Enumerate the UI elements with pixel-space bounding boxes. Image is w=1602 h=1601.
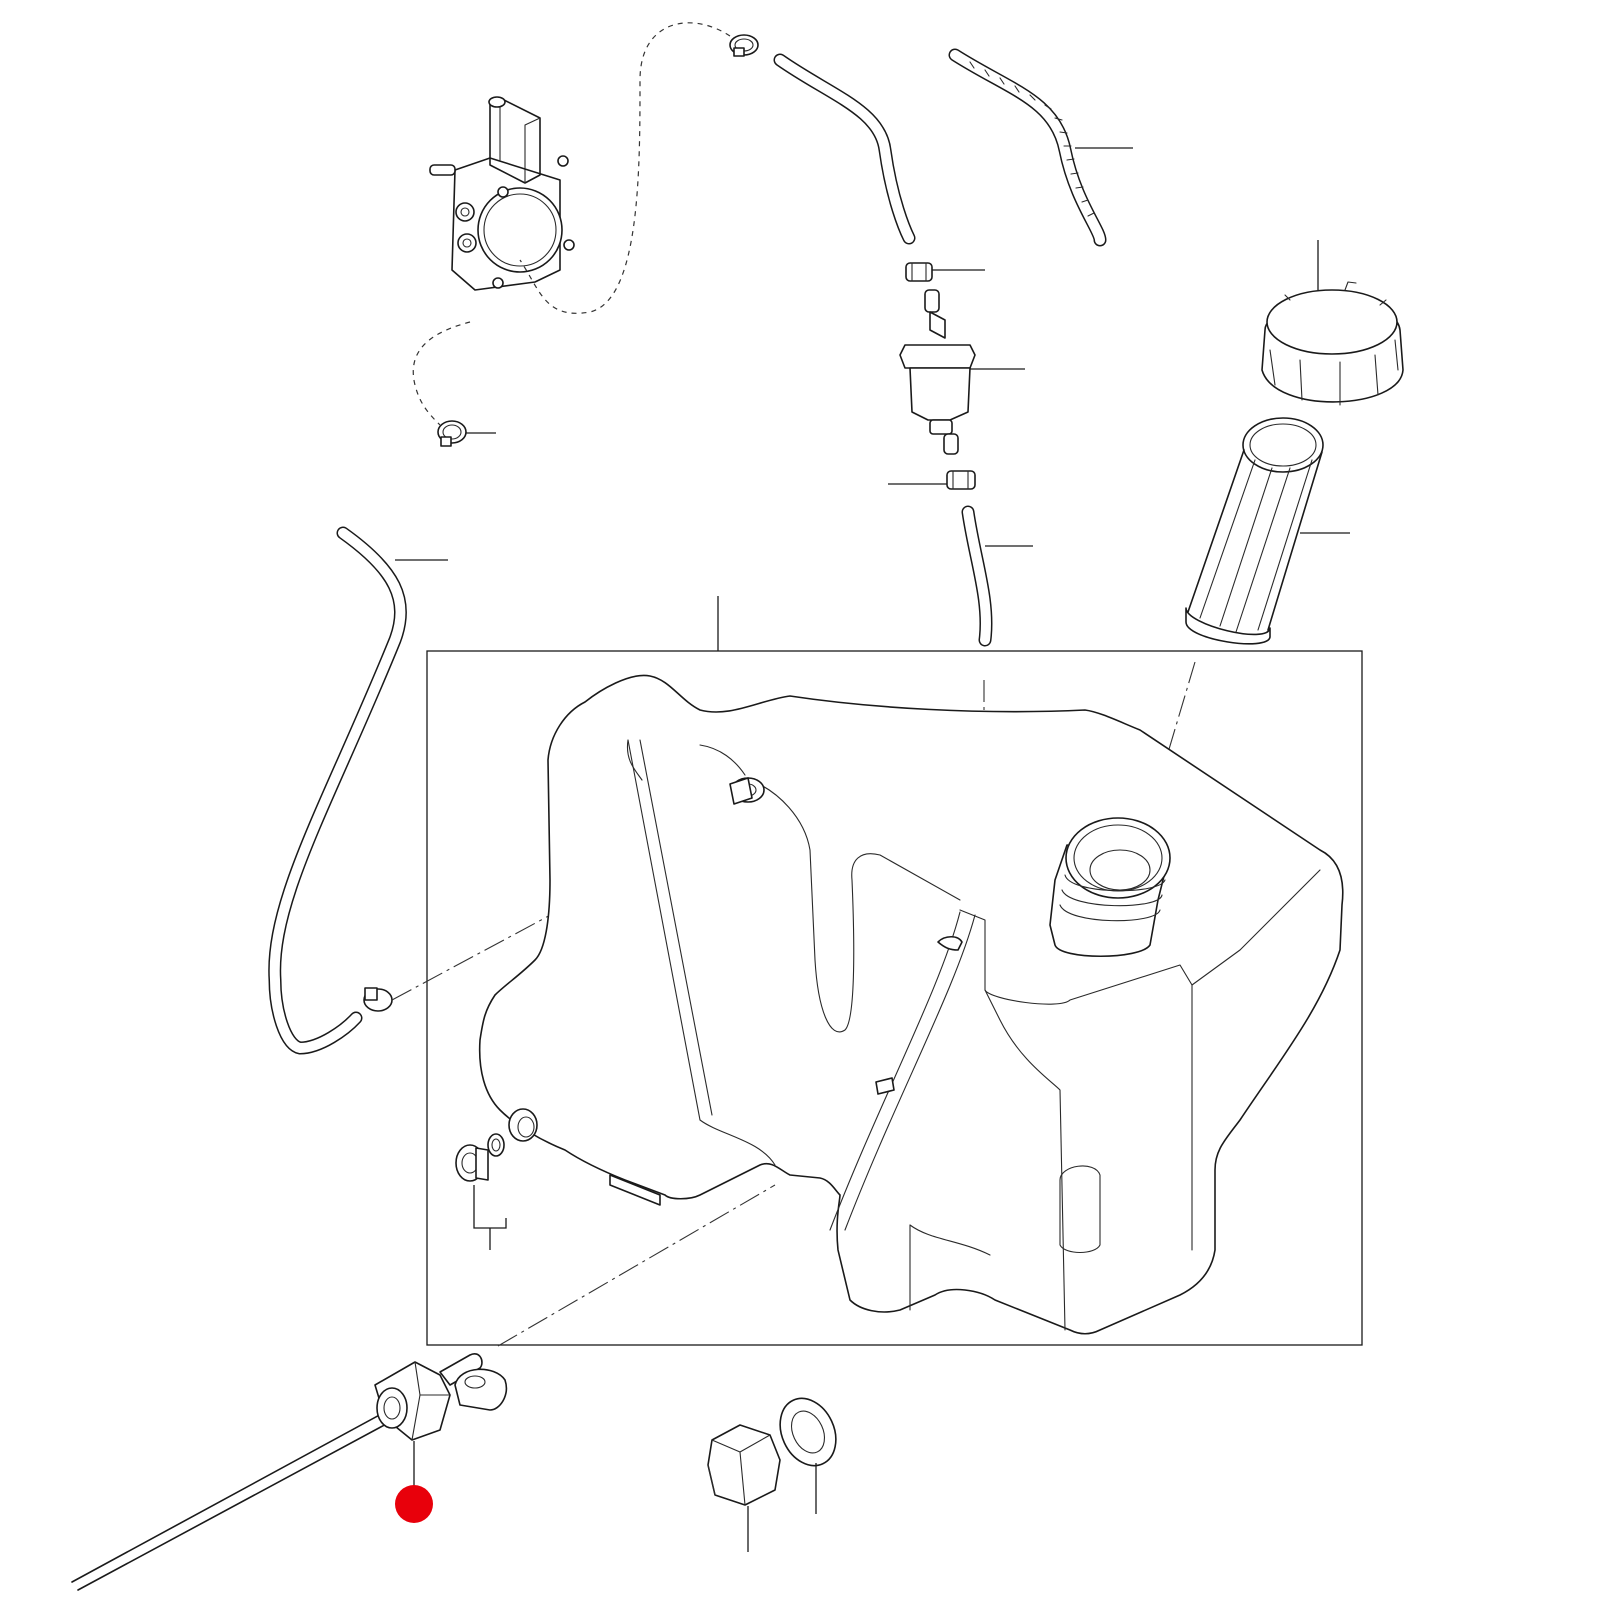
hose-clamp-upper[interactable] bbox=[729, 34, 759, 57]
sealing-washer[interactable] bbox=[770, 1389, 847, 1514]
filter-clamp-top[interactable] bbox=[905, 262, 985, 282]
fuel-tank-group bbox=[426, 596, 1363, 1346]
hex-nut[interactable] bbox=[707, 1424, 781, 1552]
braided-hose[interactable] bbox=[948, 48, 1133, 247]
filter-clamp-bottom[interactable] bbox=[888, 470, 976, 490]
routing-line-pump bbox=[412, 22, 739, 426]
hose-clamp-lower[interactable] bbox=[437, 420, 496, 447]
filler-strainer[interactable] bbox=[1185, 417, 1350, 645]
vent-hose[interactable] bbox=[268, 526, 448, 1055]
red-dot-icon[interactable] bbox=[395, 1485, 433, 1523]
fuel-filter[interactable] bbox=[899, 289, 1025, 455]
fuel-pump[interactable] bbox=[429, 96, 575, 291]
fuel-pickup-assembly[interactable] bbox=[71, 1353, 508, 1591]
fuel-tank[interactable] bbox=[478, 674, 1344, 1335]
fuel-hose-short[interactable] bbox=[961, 505, 1033, 647]
tank-assembly-frame bbox=[426, 650, 1363, 1346]
tank-cap[interactable] bbox=[1261, 240, 1404, 406]
centerline-pickup bbox=[497, 1184, 776, 1347]
vent-hose-clamp[interactable] bbox=[363, 987, 393, 1012]
fuel-hose-upper[interactable] bbox=[773, 53, 916, 245]
drain-plug-set[interactable] bbox=[455, 1133, 507, 1250]
